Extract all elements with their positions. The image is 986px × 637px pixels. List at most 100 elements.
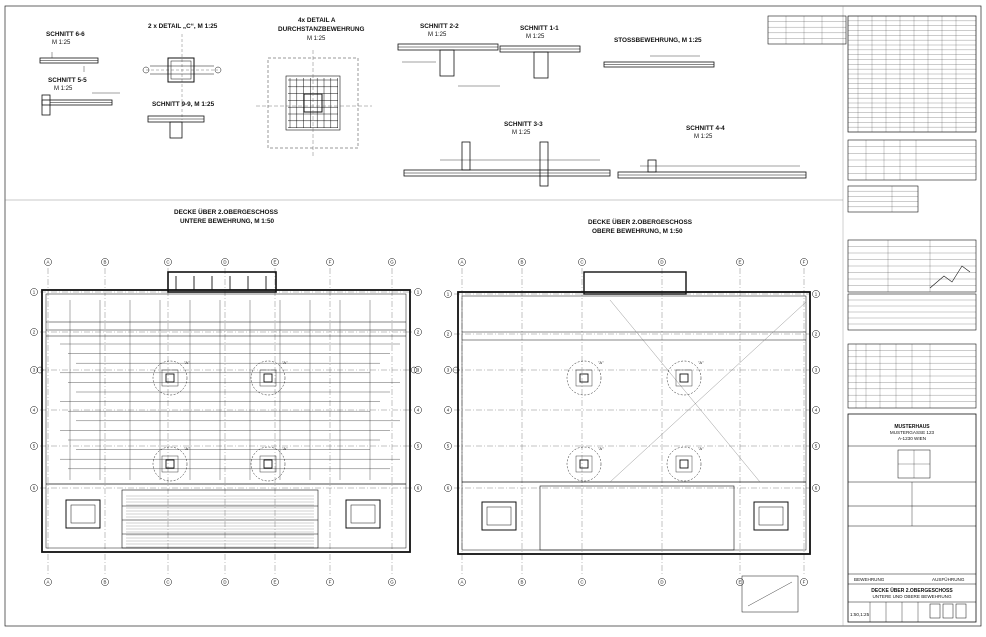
- axis-bubble: [388, 578, 396, 586]
- section-title: SCHNITT 1-1: [520, 25, 559, 32]
- axis-label: B: [521, 580, 524, 585]
- axis-label: A: [47, 260, 50, 265]
- section-title: SCHNITT 9-9, M 1:25: [152, 101, 215, 108]
- axis-label: D: [660, 260, 663, 265]
- section-title: SCHNITT 2-2: [420, 23, 459, 30]
- axis-bubble: [44, 578, 52, 586]
- section-subtitle: DURCHSTANZBEWEHRUNG: [278, 26, 365, 33]
- axis-label: C: [166, 580, 169, 585]
- detail-a-punching-shear: 4x DETAIL A DURCHSTANZBEWEHRUNG M 1:25: [256, 17, 372, 156]
- rebar-schedule-main: [847, 15, 977, 133]
- stamp-block: [847, 239, 977, 331]
- axis-label: F: [803, 260, 806, 265]
- axis-label: E: [274, 260, 277, 265]
- axis-bubble: [800, 258, 808, 266]
- drawing-subtitle: UNTERE UND OBERE BEWEHRUNG: [872, 594, 952, 599]
- project-street: MUSTERGASSE 123: [890, 430, 935, 435]
- axis-label: C: [580, 580, 583, 585]
- plan-title: DECKE ÜBER 2.OBERGESCHOSS: [174, 207, 279, 216]
- axis-label: 2: [33, 330, 36, 335]
- left-rebar-runs: [60, 276, 400, 548]
- section-scale: M 1:25: [54, 86, 73, 92]
- section-title: 2 x DETAIL „C“, M 1:25: [148, 23, 218, 30]
- axis-label: A: [47, 580, 50, 585]
- axis-label: 3: [815, 368, 818, 373]
- axis-bubble: [518, 578, 526, 586]
- column-detail-mark: "A": [282, 446, 288, 451]
- axis-label: 5: [447, 444, 450, 449]
- document-type: BEWEHRUNG: [854, 577, 885, 582]
- axis-label: F: [329, 260, 332, 265]
- axis-label: 6: [447, 486, 450, 491]
- axis-bubble: [518, 258, 526, 266]
- axis-label: 1: [815, 292, 818, 297]
- section-title: SCHNITT 6-6: [46, 31, 85, 38]
- section-title: SCHNITT 5-5: [48, 77, 87, 84]
- drawing-scale: 1:50,1:25: [850, 612, 870, 617]
- revision-table: [847, 343, 977, 409]
- axis-label: B: [104, 260, 107, 265]
- axis-label: 6: [33, 486, 36, 491]
- axis-label: 4: [33, 408, 36, 413]
- axis-label: 2: [815, 332, 818, 337]
- section-scale: M 1:25: [52, 40, 71, 46]
- axis-label: D: [223, 580, 226, 585]
- document-phase: AUSFÜHRUNG: [932, 576, 965, 582]
- axis-label: 4: [447, 408, 450, 413]
- detail-schnitt-55: SCHNITT 5-5 M 1:25: [41, 77, 120, 116]
- column-detail-mark: "A": [598, 446, 604, 451]
- detail-schnitt-44: SCHNITT 4-4 M 1:25: [617, 125, 807, 179]
- detail-schnitt-66: SCHNITT 6-6 M 1:25: [39, 31, 99, 72]
- column-detail-mark: "A": [698, 446, 704, 451]
- axis-label: 6: [417, 486, 420, 491]
- axis-label: 3: [447, 368, 450, 373]
- column-detail-mark: "A": [698, 360, 704, 365]
- axis-bubble: [458, 258, 466, 266]
- section-scale: M 1:25: [526, 34, 545, 40]
- section-scale: M 1:25: [428, 32, 447, 38]
- section-title: 4x DETAIL A: [298, 17, 336, 24]
- axis-label: D: [660, 580, 663, 585]
- axis-label: E: [739, 580, 742, 585]
- right-columns: "A""A""A""A": [566, 360, 704, 482]
- axis-label: 1: [33, 290, 36, 295]
- axis-label: 5: [417, 444, 420, 449]
- title-block: MUSTERHAUS MUSTERGASSE 123 A-1230 WIEN B…: [847, 413, 977, 623]
- axis-bubble: [326, 578, 334, 586]
- section-title: SCHNITT 4-4: [686, 125, 725, 132]
- axis-bubble: [458, 578, 466, 586]
- axis-label: 6: [815, 486, 818, 491]
- axis-bubble: [44, 258, 52, 266]
- axis-label: B: [521, 260, 524, 265]
- legend-table: [847, 185, 919, 213]
- axis-bubble: [578, 578, 586, 586]
- axis-bubble: [388, 258, 396, 266]
- stud-rail-grid: [288, 78, 338, 128]
- rebar-schedule-small: [767, 15, 847, 45]
- detail-schnitt-33: SCHNITT 3-3 M 1:25: [403, 121, 611, 187]
- detail-schnitt-99: SCHNITT 9-9, M 1:25: [147, 101, 215, 139]
- axis-label: A: [461, 260, 464, 265]
- axis-bubble: [736, 258, 744, 266]
- axis-bubble: [578, 258, 586, 266]
- material-table: [847, 139, 977, 181]
- axis-label: E: [274, 580, 277, 585]
- axis-label: 4: [815, 408, 818, 413]
- detail-stossbewehrung: STOSSBEWEHRUNG, M 1:25: [603, 37, 715, 68]
- axis-label: F: [329, 580, 332, 585]
- plan-obere-bewehrung: DECKE ÜBER 2.OBERGESCHOSS OBERE BEWEHRUN…: [444, 217, 820, 613]
- plan-subtitle: OBERE BEWEHRUNG, M 1:50: [592, 228, 683, 235]
- axis-label: G: [390, 260, 394, 265]
- axis-bubble: [221, 258, 229, 266]
- drawing-title: DECKE ÜBER 2.OBERGESCHOSS: [871, 587, 953, 594]
- section-scale: M 1:25: [512, 130, 531, 136]
- section-title: SCHNITT 3-3: [504, 121, 543, 128]
- axis-bubble: [164, 578, 172, 586]
- section-title: STOSSBEWEHRUNG, M 1:25: [614, 37, 702, 44]
- column-detail-mark: "A": [184, 360, 190, 365]
- axis-bubble: [101, 578, 109, 586]
